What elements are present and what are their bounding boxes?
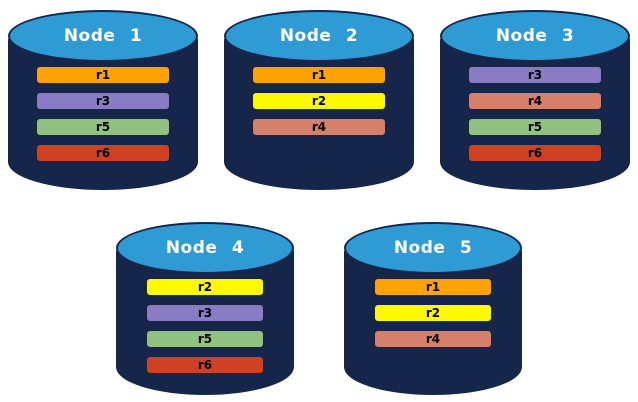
cylinder-top: Node 3 bbox=[440, 10, 630, 62]
replica-bars: r1 r3 r5 r6 bbox=[8, 66, 198, 162]
replica-bar: r6 bbox=[36, 144, 170, 162]
replica-bar: r3 bbox=[468, 66, 602, 84]
node-label: Node 4 bbox=[165, 238, 245, 258]
node-cylinder: Node 3 r3 r4 r5 r6 bbox=[440, 10, 630, 190]
node-label: Node 5 bbox=[393, 238, 473, 258]
cylinder-top: Node 4 bbox=[116, 222, 294, 274]
replica-bar: r2 bbox=[146, 278, 264, 296]
node-label: Node 1 bbox=[63, 26, 143, 46]
node-label: Node 2 bbox=[279, 26, 359, 46]
replica-bars: r1 r2 r4 bbox=[344, 278, 522, 348]
cylinder-top: Node 1 bbox=[8, 10, 198, 62]
replica-bar: r6 bbox=[468, 144, 602, 162]
replica-bar: r2 bbox=[252, 92, 386, 110]
replica-bar: r5 bbox=[36, 118, 170, 136]
replica-bar: r1 bbox=[374, 278, 492, 296]
cylinder-top: Node 5 bbox=[344, 222, 522, 274]
node-cylinder: Node 2 r1 r2 r4 bbox=[224, 10, 414, 190]
replica-bar: r5 bbox=[146, 330, 264, 348]
replica-bar: r4 bbox=[252, 118, 386, 136]
replica-bar: r4 bbox=[468, 92, 602, 110]
node-label: Node 3 bbox=[495, 26, 575, 46]
replica-bar: r1 bbox=[252, 66, 386, 84]
replica-bars: r1 r2 r4 bbox=[224, 66, 414, 136]
replica-bars: r3 r4 r5 r6 bbox=[440, 66, 630, 162]
cylinder-top: Node 2 bbox=[224, 10, 414, 62]
node-cylinder: Node 4 r2 r3 r5 r6 bbox=[116, 222, 294, 395]
node-cylinder: Node 1 r1 r3 r5 r6 bbox=[8, 10, 198, 190]
replica-bar: r2 bbox=[374, 304, 492, 322]
replica-bars: r2 r3 r5 r6 bbox=[116, 278, 294, 374]
replica-bar: r3 bbox=[146, 304, 264, 322]
replica-bar: r4 bbox=[374, 330, 492, 348]
replica-bar: r3 bbox=[36, 92, 170, 110]
replica-bar: r1 bbox=[36, 66, 170, 84]
replica-bar: r6 bbox=[146, 356, 264, 374]
node-cylinder: Node 5 r1 r2 r4 bbox=[344, 222, 522, 395]
replica-bar: r5 bbox=[468, 118, 602, 136]
node-row-bottom: Node 4 r2 r3 r5 r6 Node 5 r1 r2 r4 bbox=[0, 222, 638, 395]
